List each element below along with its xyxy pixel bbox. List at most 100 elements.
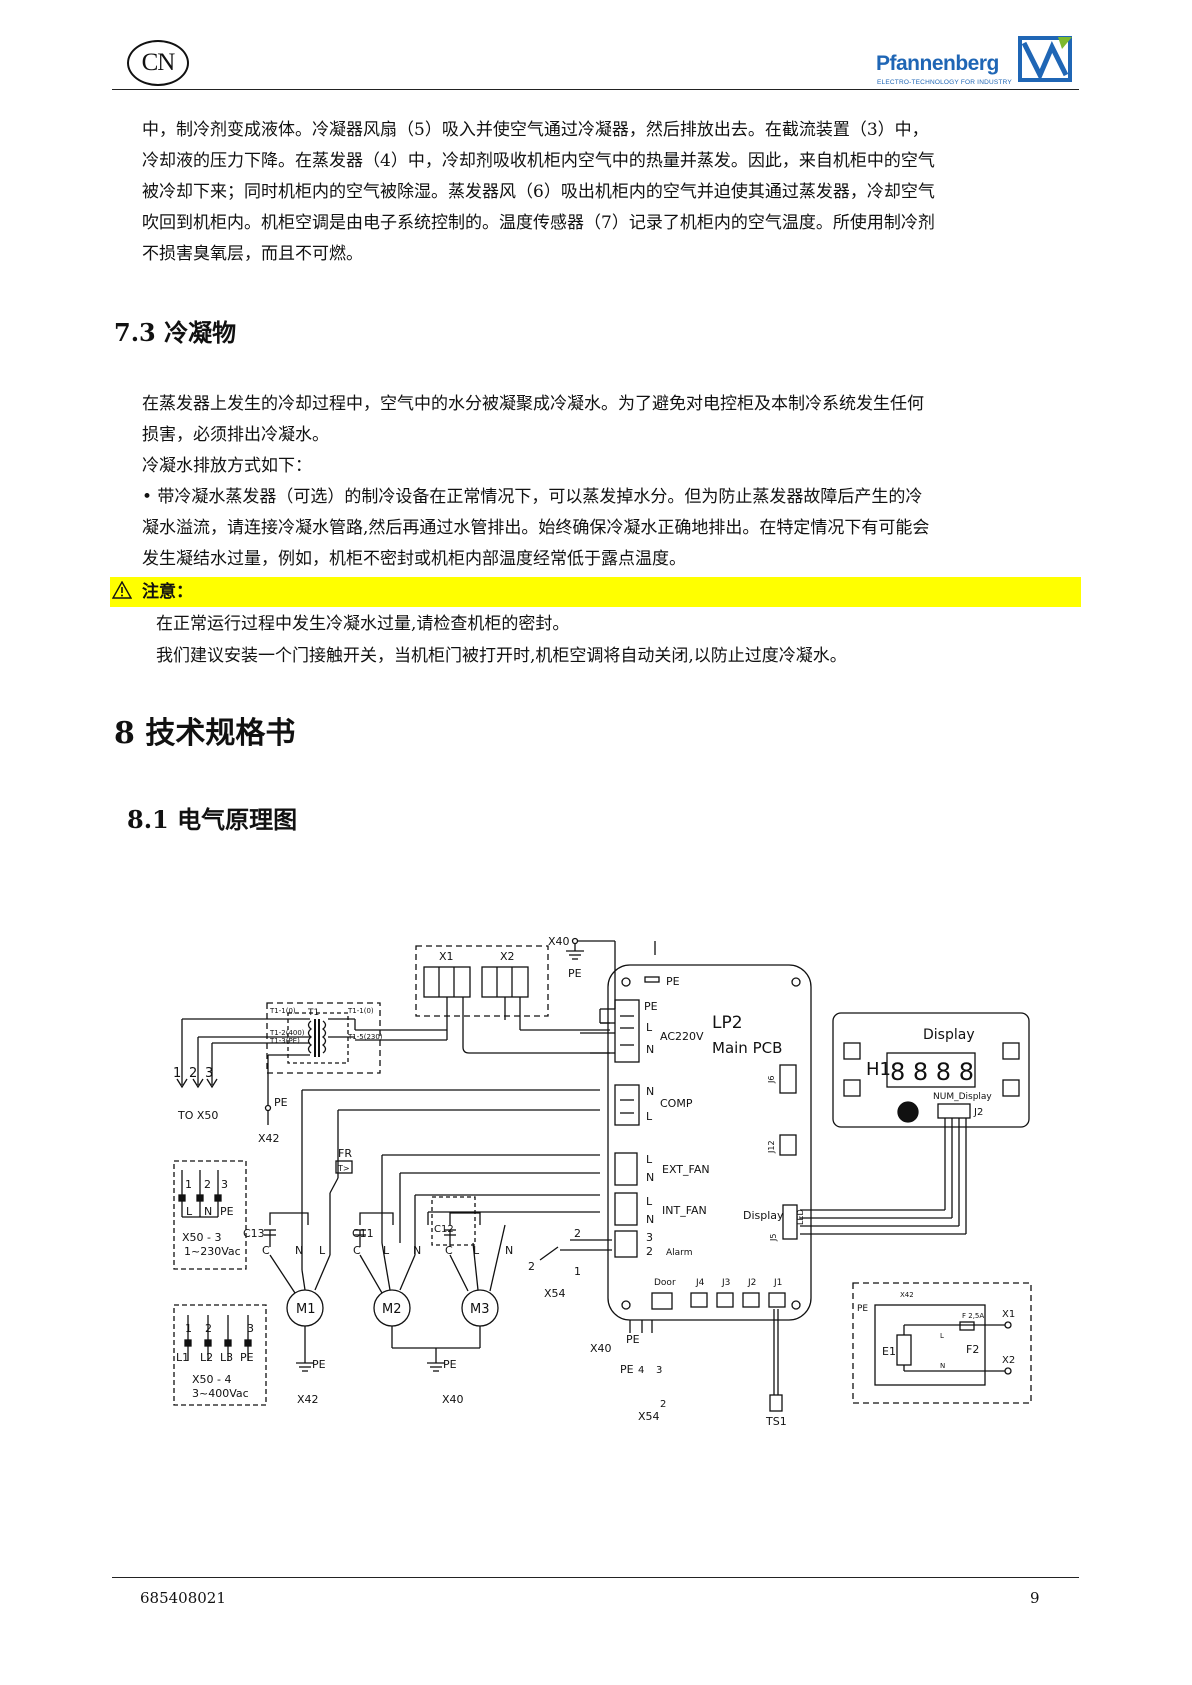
x50b-voltage: 3~400Vac <box>192 1387 249 1400</box>
doc-number: 685408021 <box>140 1589 226 1607</box>
pcb-comp-label: COMP <box>660 1097 693 1110</box>
body-line: • 带冷凝水蒸发器（可选）的制冷设备在正常情况下，可以蒸发掉水分。但为防止蒸发器… <box>142 487 923 507</box>
t1-label: T1 <box>307 1008 319 1018</box>
n-label: N <box>295 1244 303 1257</box>
x50a-pin: N <box>204 1205 212 1218</box>
brand-mark-icon <box>1018 36 1072 82</box>
x42-label: X42 <box>258 1132 280 1145</box>
to-x50-num: 3 <box>205 1066 213 1081</box>
m1-label: M1 <box>296 1302 316 1317</box>
x54b-num: 2 <box>660 1399 666 1410</box>
pe-m3-label: PE <box>443 1358 457 1371</box>
x50a-pin: L <box>186 1205 193 1218</box>
comp-n-pin: N <box>646 1085 654 1098</box>
c-label-2: C <box>353 1244 361 1257</box>
x54b-num: 4 <box>638 1365 644 1376</box>
alarm-pin: 2 <box>646 1245 653 1258</box>
heater-e1-label: E1 <box>882 1345 896 1358</box>
intro-line: 不损害臭氧层，而且不可燃。 <box>142 244 363 264</box>
c12-label: C12 <box>434 1224 454 1235</box>
pe-bottom-label: PE <box>626 1333 640 1346</box>
intfan-n-pin: N <box>646 1213 654 1226</box>
pcb-ext-fan-label: EXT_FAN <box>662 1163 710 1176</box>
x54-num-left: 2 <box>528 1260 535 1273</box>
heater-x2-label: X2 <box>1002 1355 1015 1366</box>
pcb-int-fan-label: INT_FAN <box>662 1204 707 1217</box>
page-number: 9 <box>1030 1589 1040 1607</box>
extfan-n-pin: N <box>646 1171 654 1184</box>
footer-rule <box>112 1577 1079 1578</box>
body-line: 凝水溢流，请连接冷凝水管路,然后再通过水管排出。始终确保冷凝水正确地排出。在特定… <box>142 518 930 538</box>
heater-pe-label: PE <box>857 1304 868 1314</box>
pcb-j-label: J4 <box>695 1278 705 1288</box>
m3-label: M3 <box>470 1302 490 1317</box>
pe-m1-label: PE <box>312 1358 326 1371</box>
heater-f2-label: F2 <box>966 1343 979 1356</box>
pe-bottom-label-2: PE <box>620 1363 634 1376</box>
display-digits: 8 8 8 8 <box>890 1058 974 1086</box>
t1-10r-label: T1-1(0) <box>347 1007 374 1015</box>
x50b-pin: L3 <box>220 1351 233 1364</box>
pcb-alarm-label: Alarm <box>666 1248 692 1258</box>
to-x50-num: 2 <box>189 1066 197 1081</box>
l-label: L <box>319 1244 326 1257</box>
display-j2-label: J2 <box>973 1107 983 1118</box>
x54-label: X54 <box>544 1287 566 1300</box>
heater-fuse-label: F 2,5A <box>962 1312 984 1320</box>
pcb-door-label: Door <box>654 1278 676 1288</box>
x50b-pin: PE <box>240 1351 254 1364</box>
x1-label: X1 <box>439 950 454 963</box>
brand-logo: Pfannenberg ELECTRO-TECHNOLOGY FOR INDUS… <box>876 35 1076 89</box>
fr-label: FR <box>338 1147 352 1160</box>
pcb-display-label: Display <box>743 1209 784 1222</box>
section-8-heading: 8 技术规格书 <box>114 716 296 751</box>
heater-x1-label: X1 <box>1002 1309 1015 1320</box>
x50a-num: 1 <box>185 1178 192 1191</box>
pcb-pe-pin: PE <box>644 1000 658 1013</box>
x54-bottom-label: X54 <box>638 1410 660 1423</box>
pcb-led-label: LED <box>796 1209 805 1225</box>
extfan-l-pin: L <box>646 1153 653 1166</box>
intro-paragraph: 中，制冷剂变成液体。冷凝器风扇（5）吸入并使空气通过冷凝器，然后排放出去。在截流… <box>142 115 1062 270</box>
x54-num: 2 <box>574 1227 581 1240</box>
x40-bottom-label: X40 <box>442 1393 464 1406</box>
heater-l-label: L <box>940 1332 944 1340</box>
note-line: 我们建议安装一个门接触开关，当机柜门被打开时,机柜空调将自动关闭,以防止过度冷凝… <box>156 646 847 666</box>
brand-tagline: ELECTRO-TECHNOLOGY FOR INDUSTRY <box>877 79 1012 86</box>
pcb-lp2-label: LP2 <box>712 1013 743 1033</box>
x50a-label: X50 - 3 <box>182 1231 222 1244</box>
l-label-3: L <box>473 1244 480 1257</box>
country-badge: CN <box>127 40 189 86</box>
comp-l-pin: L <box>646 1110 653 1123</box>
body-line: 发生凝结水过量，例如，机柜不密封或机柜内部温度经常低于露点温度。 <box>142 549 686 569</box>
t1-5-label: T1-5(230) <box>347 1033 383 1041</box>
pe-x42-label: PE <box>274 1096 288 1109</box>
l-label-2: L <box>383 1244 390 1257</box>
x50b-pin: L1 <box>176 1351 189 1364</box>
x50b-num: 3 <box>247 1322 254 1335</box>
intfan-l-pin: L <box>646 1195 653 1208</box>
c13-label: C13 <box>243 1227 265 1240</box>
pcb-main-label: Main PCB <box>712 1039 782 1057</box>
m2-label: M2 <box>382 1302 402 1317</box>
intro-line: 中，制冷剂变成液体。冷凝器风扇（5）吸入并使空气通过冷凝器，然后排放出去。在截流… <box>142 120 929 140</box>
x50a-voltage: 1~230Vac <box>184 1245 241 1258</box>
warning-icon <box>112 581 132 599</box>
note-line: 在正常运行过程中发生冷凝水过量,请检查机柜的密封。 <box>156 614 570 634</box>
ts1-label: TS1 <box>765 1415 787 1428</box>
heater-x42-label: X42 <box>900 1291 914 1299</box>
pcb-j5-label: J5 <box>769 1234 778 1242</box>
display-h1: H1 <box>866 1059 891 1080</box>
body-line: 冷凝水排放方式如下： <box>142 456 312 476</box>
pcb-l-pin: L <box>646 1021 653 1034</box>
intro-line: 吹回到机柜内。机柜空调是由电子系统控制的。温度传感器（7）记录了机柜内的空气温度… <box>142 213 935 233</box>
note-title: 注意： <box>142 582 193 602</box>
c11-label: C11 <box>352 1227 374 1240</box>
x50b-pin: L2 <box>200 1351 213 1364</box>
t1-10-label: T1-1(0) <box>269 1007 296 1015</box>
x50b-label: X50 - 4 <box>192 1373 232 1386</box>
pcb-ac220-label: AC220V <box>660 1030 704 1043</box>
n-label-3: N <box>505 1244 513 1257</box>
heater-n-label: N <box>940 1362 945 1370</box>
pcb-j6-label: J6 <box>767 1076 776 1084</box>
